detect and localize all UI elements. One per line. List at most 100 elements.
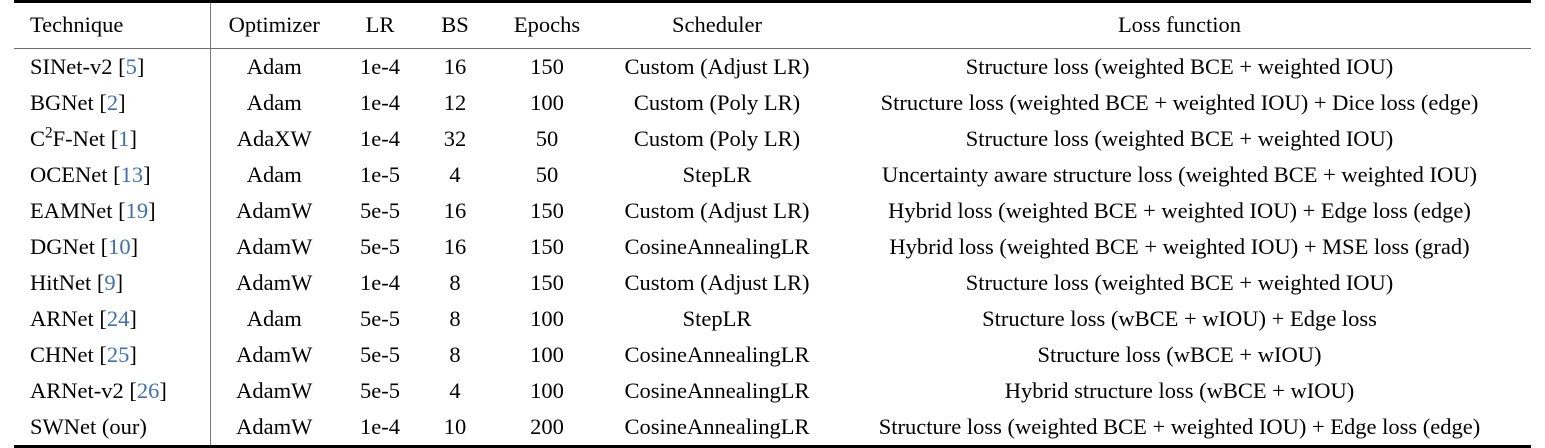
citation-number: 9	[104, 270, 115, 295]
cell-optimizer: Adam	[210, 49, 338, 85]
citation-reference[interactable]: [13]	[108, 162, 151, 187]
technique-name: EAMNet	[30, 198, 113, 223]
cell-technique: C2F-Net [1]	[14, 121, 210, 157]
citation-number: 19	[126, 198, 149, 223]
cell-epochs: 150	[488, 229, 606, 265]
technique-name: SWNet (our)	[30, 414, 147, 439]
cell-optimizer: AdamW	[210, 337, 338, 373]
column-header-lr: LR	[338, 3, 422, 49]
comparison-table: Technique Optimizer LR BS Epochs Schedul…	[14, 0, 1531, 448]
cell-scheduler: StepLR	[606, 157, 828, 193]
cell-scheduler: Custom (Poly LR)	[606, 121, 828, 157]
cell-epochs: 100	[488, 337, 606, 373]
cell-loss-function: Structure loss (weighted BCE + weighted …	[828, 121, 1531, 157]
technique-name: ARNet-v2	[30, 378, 124, 403]
cell-epochs: 200	[488, 409, 606, 447]
cell-lr: 5e-5	[338, 337, 422, 373]
cell-optimizer: AdamW	[210, 193, 338, 229]
cell-lr: 1e-4	[338, 409, 422, 447]
cell-bs: 16	[422, 229, 488, 265]
citation-reference[interactable]: [5]	[113, 54, 145, 79]
cell-technique: ARNet-v2 [26]	[14, 373, 210, 409]
cell-loss-function: Hybrid structure loss (wBCE + wIOU)	[828, 373, 1531, 409]
cell-loss-function: Structure loss (wBCE + wIOU) + Edge loss	[828, 301, 1531, 337]
cell-loss-function: Uncertainty aware structure loss (weight…	[828, 157, 1531, 193]
cell-optimizer: Adam	[210, 301, 338, 337]
cell-lr: 1e-4	[338, 85, 422, 121]
cell-bs: 8	[422, 265, 488, 301]
citation-number: 25	[107, 342, 130, 367]
cell-scheduler: CosineAnnealingLR	[606, 337, 828, 373]
cell-epochs: 100	[488, 373, 606, 409]
cell-scheduler: Custom (Poly LR)	[606, 85, 828, 121]
cell-scheduler: CosineAnnealingLR	[606, 229, 828, 265]
cell-technique: SINet-v2 [5]	[14, 49, 210, 85]
cell-loss-function: Hybrid loss (weighted BCE + weighted IOU…	[828, 229, 1531, 265]
cell-loss-function: Structure loss (weighted BCE + weighted …	[828, 265, 1531, 301]
cell-epochs: 50	[488, 157, 606, 193]
citation-reference[interactable]: [26]	[124, 378, 167, 403]
cell-scheduler: CosineAnnealingLR	[606, 409, 828, 447]
citation-number: 5	[126, 54, 137, 79]
cell-optimizer: Adam	[210, 157, 338, 193]
cell-epochs: 100	[488, 301, 606, 337]
cell-bs: 4	[422, 373, 488, 409]
cell-lr: 1e-5	[338, 157, 422, 193]
citation-reference[interactable]: [1]	[105, 126, 137, 151]
cell-epochs: 150	[488, 265, 606, 301]
cell-optimizer: Adam	[210, 85, 338, 121]
technique-name: BGNet	[30, 90, 94, 115]
column-header-epochs: Epochs	[488, 3, 606, 49]
cell-lr: 1e-4	[338, 121, 422, 157]
cell-loss-function: Structure loss (weighted BCE + weighted …	[828, 49, 1531, 85]
cell-epochs: 100	[488, 85, 606, 121]
cell-loss-function: Structure loss (wBCE + wIOU)	[828, 337, 1531, 373]
cell-lr: 5e-5	[338, 229, 422, 265]
technique-name: SINet-v2	[30, 54, 113, 79]
citation-reference[interactable]: [2]	[94, 90, 126, 115]
cell-technique: OCENet [13]	[14, 157, 210, 193]
cell-epochs: 150	[488, 49, 606, 85]
cell-bs: 12	[422, 85, 488, 121]
citation-reference[interactable]: [19]	[113, 198, 156, 223]
cell-lr: 1e-4	[338, 265, 422, 301]
cell-bs: 4	[422, 157, 488, 193]
cell-epochs: 50	[488, 121, 606, 157]
citation-reference[interactable]: [24]	[94, 306, 137, 331]
cell-bs: 8	[422, 337, 488, 373]
cell-bs: 32	[422, 121, 488, 157]
cell-bs: 8	[422, 301, 488, 337]
cell-technique: ARNet [24]	[14, 301, 210, 337]
technique-name: OCENet	[30, 162, 108, 187]
cell-scheduler: CosineAnnealingLR	[606, 373, 828, 409]
cell-scheduler: StepLR	[606, 301, 828, 337]
cell-technique: EAMNet [19]	[14, 193, 210, 229]
cell-epochs: 150	[488, 193, 606, 229]
citation-number: 24	[107, 306, 130, 331]
cell-scheduler: Custom (Adjust LR)	[606, 265, 828, 301]
technique-name: DGNet	[30, 234, 95, 259]
cell-loss-function: Structure loss (weighted BCE + weighted …	[828, 85, 1531, 121]
cell-lr: 1e-4	[338, 49, 422, 85]
citation-reference[interactable]: [9]	[91, 270, 123, 295]
citation-reference[interactable]: [25]	[94, 342, 137, 367]
table-header: Technique Optimizer LR BS Epochs Schedul…	[14, 2, 1531, 50]
technique-name: CHNet	[30, 342, 94, 367]
cell-scheduler: Custom (Adjust LR)	[606, 49, 828, 85]
citation-reference[interactable]: [10]	[95, 234, 138, 259]
cell-technique: HitNet [9]	[14, 265, 210, 301]
cell-technique: DGNet [10]	[14, 229, 210, 265]
cell-lr: 5e-5	[338, 373, 422, 409]
cell-optimizer: AdamW	[210, 229, 338, 265]
